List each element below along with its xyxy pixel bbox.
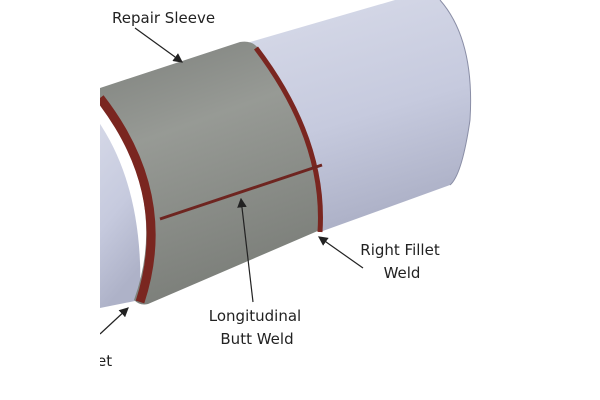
butt-weld-arrow <box>237 197 254 303</box>
butt-weld-label: Butt Weld <box>220 330 293 348</box>
repair-sleeve-label: Repair Sleeve <box>112 9 215 27</box>
right-fillet-arrow <box>318 236 364 269</box>
longitudinal-label: Longitudinal <box>209 307 301 325</box>
right-fillet-weld-label: Weld <box>384 264 421 282</box>
left-fillet-arrow <box>100 307 129 335</box>
right-fillet-label: Right Fillet <box>360 241 440 259</box>
left-fillet-partial-label: et <box>97 352 112 370</box>
pipe-end-edge <box>439 0 472 186</box>
longitudinal-butt-weld <box>159 163 323 221</box>
left-fillet-weld <box>100 95 156 304</box>
right-fillet-weld <box>254 46 323 233</box>
pipe-left <box>100 124 141 308</box>
repair-sleeve-arrow <box>134 27 183 63</box>
